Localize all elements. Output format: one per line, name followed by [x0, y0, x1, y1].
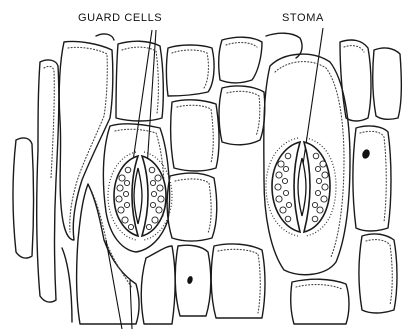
right-stoma	[266, 138, 336, 236]
epidermal-cell	[13, 138, 34, 258]
nucleus	[361, 148, 371, 159]
chloroplast	[280, 207, 286, 213]
chloroplast	[124, 202, 129, 207]
epidermal-cell	[359, 234, 397, 313]
guard-cells-leader-right	[147, 30, 156, 168]
chloroplast	[156, 207, 162, 213]
chloroplast	[146, 224, 151, 229]
chloroplast	[315, 190, 320, 195]
chloroplast	[155, 175, 161, 181]
epidermal-cell	[59, 41, 113, 240]
epidermal-cell-stipple	[296, 285, 342, 289]
right-stoma-pore	[298, 158, 306, 216]
epidermal-cell	[219, 86, 265, 145]
left-stoma-pore	[134, 168, 142, 224]
chloroplast	[122, 217, 128, 223]
chloroplast	[312, 202, 317, 207]
epidermal-cell-stipple	[366, 240, 392, 305]
epidermal-cell-stipple	[175, 179, 211, 233]
chloroplast	[316, 178, 321, 183]
chloroplast	[157, 185, 163, 191]
chloroplast	[283, 166, 288, 171]
chloroplast	[275, 184, 281, 190]
chloroplast	[151, 191, 156, 196]
epidermal-cell-stipple	[172, 50, 208, 88]
chloroplast	[282, 178, 287, 183]
epidermal-cell	[96, 34, 114, 40]
pointer-line	[130, 280, 132, 329]
pointer-line	[106, 240, 122, 329]
epidermal-cell	[62, 248, 72, 322]
epidermal-cell	[116, 41, 163, 121]
chloroplast	[116, 196, 122, 202]
chloroplast	[158, 196, 164, 202]
chloroplast	[117, 185, 123, 191]
guard-cells-leader-left	[132, 30, 152, 168]
epidermal-cell-walls	[13, 33, 401, 324]
chloroplast	[276, 172, 282, 178]
chloroplast	[320, 161, 326, 167]
epidermal-cell-stipple	[177, 105, 213, 163]
epidermal-cell-stipple	[68, 47, 107, 232]
nucleus	[186, 275, 193, 284]
guard-cells-label: GUARD CELLS	[78, 12, 162, 24]
chloroplast	[312, 216, 318, 222]
chloroplast	[286, 202, 291, 207]
epidermal-cell	[211, 244, 265, 318]
epidermal-cell-stipple	[360, 131, 386, 222]
chloroplast	[150, 202, 155, 207]
chloroplast	[125, 167, 131, 173]
chloroplast	[322, 172, 328, 178]
chloroplast	[283, 190, 288, 195]
chloroplast	[118, 207, 124, 213]
chloroplast	[123, 191, 128, 196]
epidermal-cell	[175, 245, 211, 316]
chloroplast	[317, 207, 323, 213]
chloroplast	[285, 216, 291, 222]
chloroplast	[278, 161, 284, 167]
chloroplast	[149, 167, 155, 173]
chloroplast	[315, 166, 320, 171]
stoma-label: STOMA	[282, 12, 324, 24]
chloroplast	[124, 180, 129, 185]
epidermal-cell	[340, 40, 371, 121]
epidermal-cell-stipple	[227, 91, 260, 136]
epidermal-cell-stipple	[226, 43, 257, 47]
chloroplast	[150, 180, 155, 185]
chloroplast	[322, 184, 328, 190]
chloroplast	[128, 224, 133, 229]
epidermal-cell	[353, 126, 391, 231]
chloroplast	[152, 217, 158, 223]
epidermal-cell-stipple	[344, 46, 364, 52]
epidermal-cell	[219, 37, 262, 83]
chloroplast	[276, 196, 282, 202]
epidermal-cell	[141, 246, 175, 324]
chloroplast	[321, 196, 327, 202]
epidermal-cell	[37, 60, 59, 302]
chloroplast	[285, 153, 291, 159]
epidermal-cell-stipple	[44, 66, 54, 178]
epidermal-cell	[373, 48, 402, 119]
chloroplast	[119, 175, 125, 181]
epidermal-cell-stipple	[218, 249, 260, 313]
chloroplast	[313, 153, 319, 159]
